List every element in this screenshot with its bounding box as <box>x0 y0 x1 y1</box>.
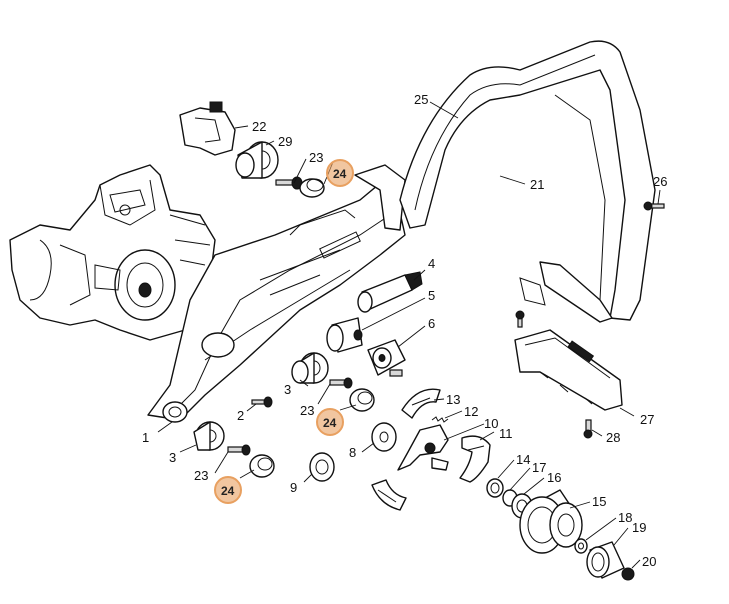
label-14: 14 <box>516 452 530 467</box>
clutch-shoe-lower <box>371 479 407 511</box>
washer-18 <box>574 538 588 554</box>
engine-housing <box>9 164 216 341</box>
label-11: 11 <box>499 426 513 441</box>
handle-grip-27 <box>514 329 623 411</box>
bushing-3-mid <box>291 352 329 384</box>
label-29: 29 <box>278 134 292 149</box>
screw-23-top <box>275 176 303 190</box>
highlight-markers <box>214 159 354 504</box>
nut-20 <box>621 567 635 581</box>
label-26: 26 <box>653 174 667 189</box>
bushing-3-low <box>193 421 225 451</box>
adjuster-6 <box>367 339 406 377</box>
label-13: 13 <box>446 392 460 407</box>
label-23-mid: 23 <box>300 403 314 418</box>
label-1: 1 <box>142 430 149 445</box>
ring-14 <box>486 478 504 498</box>
label-22: 22 <box>252 119 266 134</box>
label-5: 5 <box>428 288 435 303</box>
screw-23-mid <box>329 377 353 389</box>
cap-24-low <box>249 454 275 478</box>
label-18: 18 <box>618 510 632 525</box>
screw-23-low <box>227 444 251 456</box>
highlight-24-low <box>214 476 242 504</box>
label-2: 2 <box>237 408 244 423</box>
screw-26 <box>643 201 665 211</box>
spring-12 <box>431 416 449 423</box>
cap-24-mid <box>349 388 375 412</box>
label-20: 20 <box>642 554 656 569</box>
cover-11 <box>459 435 491 483</box>
leader-lines <box>157 101 661 569</box>
label-24-low: 24 <box>221 484 235 498</box>
spring-5 <box>326 317 363 353</box>
label-24-top: 24 <box>333 167 347 181</box>
tensioner-4 <box>357 271 423 313</box>
label-17: 17 <box>532 460 546 475</box>
clutch-shoe-13 <box>401 388 441 419</box>
label-19: 19 <box>632 520 646 535</box>
label-25: 25 <box>414 92 428 107</box>
label-21: 21 <box>530 177 544 192</box>
label-10: 10 <box>484 416 498 431</box>
highlight-24-top <box>326 159 354 187</box>
clutch-hub-10 <box>397 424 449 471</box>
label-23-top: 23 <box>309 150 323 165</box>
cap-24-top <box>299 178 325 198</box>
screw-lower-handle <box>515 310 525 328</box>
screw-2 <box>251 396 273 408</box>
part-labels: 1 2 3 3 4 5 6 8 9 10 11 12 13 14 15 16 1… <box>142 92 667 569</box>
disc-8 <box>371 422 397 452</box>
highlight-24-mid <box>316 408 344 436</box>
label-27: 27 <box>640 412 654 427</box>
screw-28 <box>583 419 593 439</box>
label-16: 16 <box>547 470 561 485</box>
label-23-low: 23 <box>194 468 208 483</box>
label-3-mid: 3 <box>284 382 291 397</box>
label-15: 15 <box>592 494 606 509</box>
label-12: 12 <box>464 404 478 419</box>
label-3-low: 3 <box>169 450 176 465</box>
bracket-22 <box>179 101 236 156</box>
clutch-drum-15 <box>519 489 583 554</box>
cover-plate <box>354 164 406 231</box>
label-9: 9 <box>290 480 297 495</box>
label-4: 4 <box>428 256 435 271</box>
handle-bar <box>399 40 656 323</box>
bushing-29 <box>235 141 279 179</box>
washer-9 <box>309 452 335 482</box>
label-8: 8 <box>349 445 356 460</box>
label-24-mid: 24 <box>323 416 337 430</box>
label-28: 28 <box>606 430 620 445</box>
guard-arm <box>147 174 406 423</box>
label-6: 6 <box>428 316 435 331</box>
sleeve-19 <box>586 541 625 579</box>
